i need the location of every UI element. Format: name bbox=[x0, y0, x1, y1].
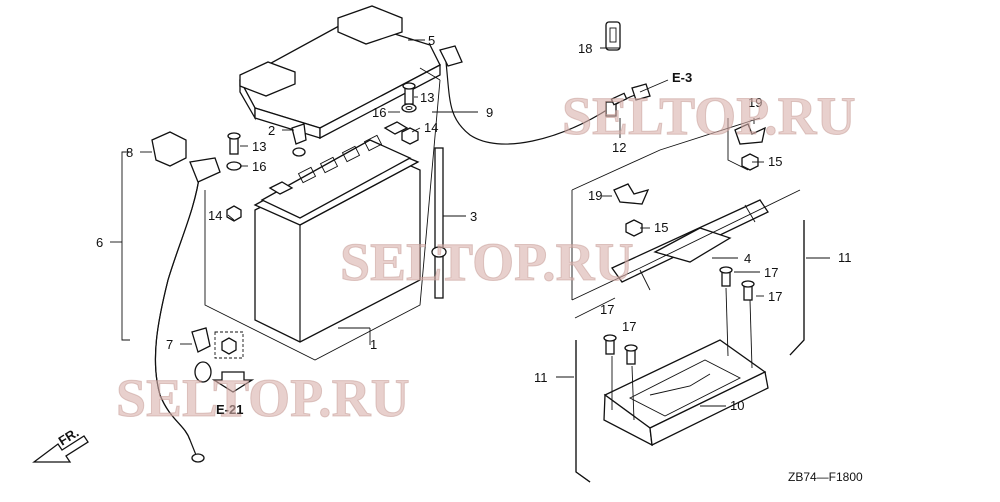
nut-15-left-part bbox=[625, 219, 643, 237]
callout-11-left: 11 bbox=[534, 370, 548, 385]
reference-e3: E-3 bbox=[672, 70, 692, 85]
front-arrow-icon bbox=[32, 435, 89, 463]
bolt-12-part bbox=[605, 92, 628, 117]
callout-3: 3 bbox=[470, 209, 477, 224]
terminal-2-part bbox=[291, 123, 307, 157]
callout-16-upper: 16 bbox=[372, 105, 386, 120]
callout-17-a: 17 bbox=[764, 265, 778, 280]
callout-17-b: 17 bbox=[768, 289, 782, 304]
callout-1: 1 bbox=[370, 337, 377, 352]
callout-13-upper: 13 bbox=[420, 90, 434, 105]
callout-17-c: 17 bbox=[600, 302, 614, 317]
e21-arrow-icon bbox=[211, 371, 255, 393]
clip-18-part bbox=[605, 21, 621, 51]
rod-11-left-part bbox=[575, 340, 591, 483]
bolt-17-a-part bbox=[719, 266, 733, 287]
watermark-top: SELTOP.RU bbox=[562, 86, 856, 146]
bolt-17-d-part bbox=[624, 344, 638, 365]
battery-cover-part bbox=[239, 5, 441, 140]
callout-15-left: 15 bbox=[654, 220, 668, 235]
callout-19-left: 19 bbox=[588, 188, 602, 203]
washer-16-upper-part bbox=[401, 103, 417, 113]
breather-tube-part bbox=[431, 147, 447, 299]
terminal-7-part bbox=[191, 327, 211, 353]
callout-4: 4 bbox=[744, 251, 751, 266]
bolt-17-c-part bbox=[603, 334, 617, 355]
callout-8: 8 bbox=[126, 145, 133, 160]
callout-12: 12 bbox=[612, 140, 626, 155]
callout-9: 9 bbox=[486, 105, 493, 120]
callout-10: 10 bbox=[730, 398, 744, 413]
callout-13-left: 13 bbox=[252, 139, 266, 154]
terminal-cover-8-part bbox=[151, 131, 187, 167]
nut-14-left-part bbox=[226, 205, 242, 222]
diagram-code: ZB74—F1800 bbox=[788, 470, 863, 484]
callout-2: 2 bbox=[268, 123, 275, 138]
battery-clamp-4-part bbox=[611, 199, 769, 291]
nut-15-right-part bbox=[741, 153, 759, 171]
battery-part bbox=[253, 121, 421, 343]
callout-16-left: 16 bbox=[252, 159, 266, 174]
bolt-13-upper-part bbox=[402, 82, 416, 105]
battery-tray-10-part bbox=[603, 339, 769, 447]
reference-e21: E-21 bbox=[216, 402, 243, 417]
callout-7: 7 bbox=[166, 337, 173, 352]
callout-14-left: 14 bbox=[208, 208, 222, 223]
negative-cable-part bbox=[154, 157, 221, 463]
wing-nut-19-right-part bbox=[734, 123, 766, 145]
callout-19-right: 19 bbox=[748, 95, 762, 110]
bolt-17-b-part bbox=[741, 280, 755, 301]
callout-17-d: 17 bbox=[622, 319, 636, 334]
wing-nut-19-left-part bbox=[613, 183, 650, 205]
watermark-middle: SELTOP.RU bbox=[340, 232, 634, 292]
callout-5: 5 bbox=[428, 33, 435, 48]
washer-16-left-part bbox=[226, 161, 242, 171]
bolt-13-left-part bbox=[227, 132, 241, 155]
callout-18: 18 bbox=[578, 41, 592, 56]
callout-15-right: 15 bbox=[768, 154, 782, 169]
nut-e21-part bbox=[214, 331, 244, 359]
callout-11-right: 11 bbox=[838, 250, 852, 265]
watermark-bottom: SELTOP.RU bbox=[116, 368, 410, 428]
nut-14-upper-part bbox=[401, 127, 419, 145]
callout-14-upper: 14 bbox=[424, 120, 438, 135]
rod-11-right-part bbox=[789, 220, 805, 356]
callout-6: 6 bbox=[96, 235, 103, 250]
